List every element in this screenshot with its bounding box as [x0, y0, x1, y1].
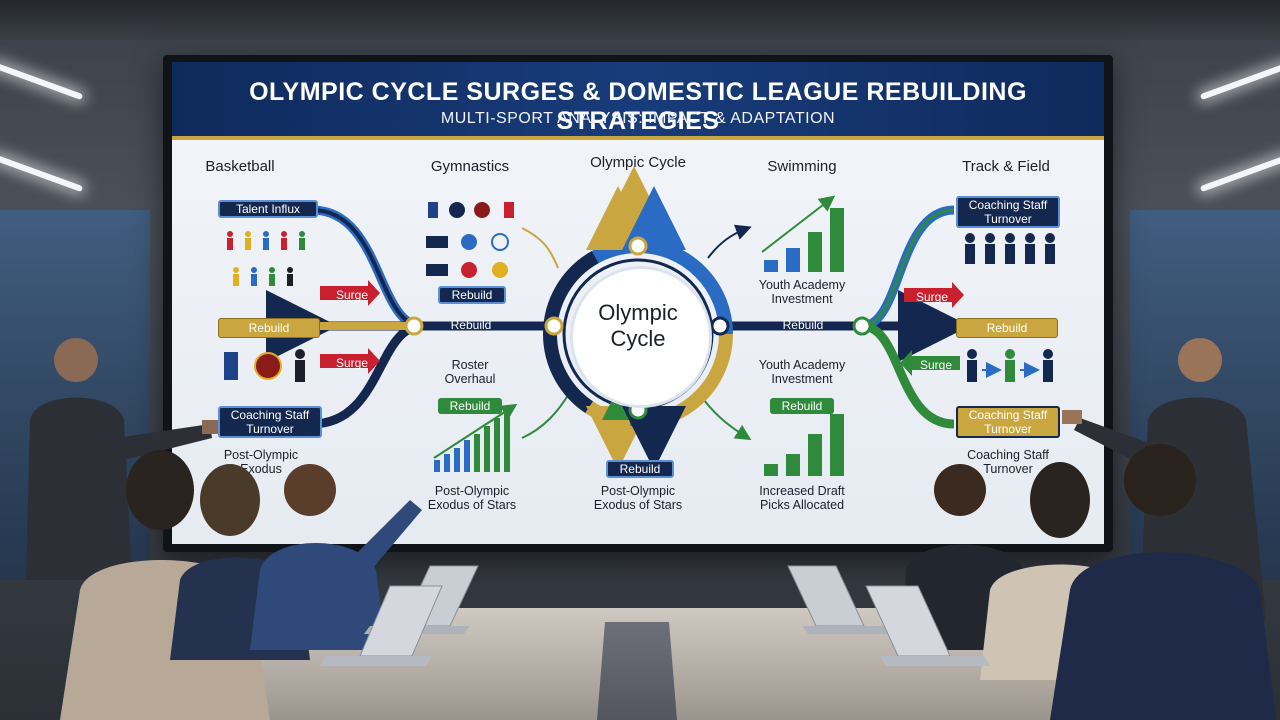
draft-picks-note: Increased Draft Picks Allocated	[759, 484, 845, 512]
column-heading-swimming: Swimming	[767, 158, 837, 175]
basketball-branch-top	[311, 205, 423, 331]
surge-arrow-basketball-top	[320, 280, 380, 306]
gymnastics-team-logos	[426, 202, 514, 278]
coaching-staff-tag-track-top: Coaching Staff Turnover	[956, 196, 1060, 228]
trackfield-branch-top	[861, 205, 955, 331]
ceiling-light-left-2	[0, 153, 84, 193]
surge-arrow-basketball-mid	[320, 348, 380, 374]
table-cable-hub	[597, 622, 677, 720]
talent-influx-tag: Talent Influx	[218, 200, 318, 218]
attendee-pointing	[250, 464, 422, 650]
gymnastics-link-low	[521, 391, 571, 439]
swimming-growth-chart-top	[761, 195, 844, 272]
roster-overhaul-note: Roster Overhaul	[444, 358, 496, 386]
track-field-staff-icons	[965, 233, 1055, 264]
surge-label-basketball-mid: Surge	[336, 356, 369, 370]
rebuild-tag-swimming: Rebuild	[782, 318, 824, 332]
coaching-staff-tag-basketball: Coaching Staff Turnover	[218, 406, 322, 438]
ceiling-light-left	[0, 61, 84, 101]
trackfield-branch-top-inner	[861, 208, 955, 328]
trackfield-branch-low	[861, 321, 955, 429]
laptop-right-1	[787, 565, 908, 634]
basketball-branch-low	[311, 321, 423, 429]
presentation-screen: OLYMPIC CYCLE SURGES & DOMESTIC LEAGUE R…	[172, 62, 1104, 544]
swimming-link	[707, 224, 752, 259]
basketball-branch-top-inner	[311, 208, 423, 328]
gymnastics-link	[521, 227, 559, 269]
rebuild-tag-gymnastics-mid: Rebuild	[450, 318, 492, 332]
laptop-left-2	[320, 585, 443, 666]
olympic-cycle-core	[570, 266, 712, 408]
gymnastics-growth-chart	[433, 403, 518, 472]
rebuild-tag-gymnastics-top: Rebuild	[438, 286, 506, 304]
attendee-right-front	[1050, 444, 1276, 720]
post-olympic-note-basketball: Post-Olympic Exodus	[223, 448, 299, 476]
swimming-link-low	[703, 399, 752, 441]
laptop-right-2	[865, 585, 990, 666]
surge-label-trackfield-top: Surge	[916, 290, 949, 304]
presenter-left	[26, 338, 218, 580]
node-top	[628, 236, 648, 256]
rebuild-tag-basketball: Rebuild	[218, 318, 320, 338]
column-heading-basketball: Basketball	[205, 158, 275, 175]
coaching-staff-tag-track-mid: Coaching Staff Turnover	[956, 406, 1060, 438]
title-banner: OLYMPIC CYCLE SURGES & DOMESTIC LEAGUE R…	[172, 62, 1104, 140]
ceiling	[0, 0, 1280, 40]
column-heading-track-field: Track & Field	[962, 158, 1050, 175]
node-left-inner	[544, 316, 564, 336]
rebuild-tag-gymnastics-low: Rebuild	[438, 398, 502, 414]
basketball-player-icons	[227, 231, 305, 286]
node-right-outer	[852, 316, 872, 336]
ceiling-light-right-2	[1199, 153, 1280, 193]
surge-label-trackfield-mid: Surge	[920, 358, 953, 372]
coaching-staff-note-track-low: Coaching Staff Turnover	[967, 448, 1049, 476]
swimming-growth-chart-bottom	[764, 414, 844, 476]
presentation-subtitle: MULTI-SPORT ANALYSIS: IMPACT & ADAPTATIO…	[440, 110, 836, 127]
node-left-outer	[404, 316, 424, 336]
node-right-inner	[710, 316, 730, 336]
surge-arrow-trackfield-top	[904, 282, 964, 308]
post-olympic-note-center: Post-Olympic Exodus of Stars	[593, 484, 683, 512]
rebuild-tag-swimming-low: Rebuild	[770, 398, 834, 414]
flow-diagram	[224, 166, 1055, 476]
column-heading-gymnastics: Gymnastics	[430, 158, 510, 175]
post-olympic-note-gymnastics: Post-Olympic Exodus of Stars	[427, 484, 517, 512]
surge-label-basketball-top: Surge	[336, 288, 369, 302]
surge-arrow-trackfield-mid	[900, 350, 960, 376]
rebuild-tag-trackfield: Rebuild	[956, 318, 1058, 338]
youth-academy-note-mid: Youth Academy Investment	[758, 358, 846, 386]
presentation-title: OLYMPIC CYCLE SURGES & DOMESTIC LEAGUE R…	[249, 78, 1027, 135]
olympic-cycle-label: Olympic Cycle	[598, 300, 678, 351]
ceiling-light-right	[1199, 61, 1280, 101]
track-field-transfer-icons	[967, 349, 1053, 382]
rebuild-tag-center: Rebuild	[606, 460, 674, 478]
basketball-league-logos	[224, 349, 305, 382]
youth-academy-note-top: Youth Academy Investment	[758, 278, 846, 306]
